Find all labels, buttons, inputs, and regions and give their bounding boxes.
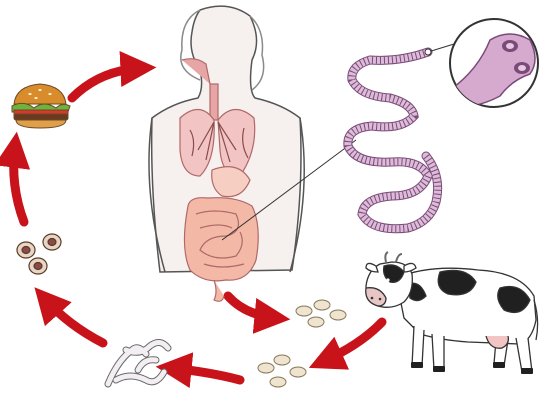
larvae-icon [108, 342, 168, 384]
cow-icon [366, 252, 538, 374]
scolex-magnified-icon [450, 19, 538, 108]
cyst-2 [43, 234, 61, 250]
arrow-larvae-to-cysts [44, 298, 103, 343]
cyst-icon [17, 234, 61, 274]
arrow-burger-to-human [72, 68, 142, 98]
cyst-1 [17, 242, 35, 258]
arrow-human-to-eggs [228, 296, 276, 318]
burger-icon [12, 84, 70, 128]
magnifier-line [428, 44, 454, 52]
egg-cluster-icon-2 [258, 355, 306, 387]
tapeworm-icon [348, 52, 438, 229]
arrow-cow-to-eggs [322, 322, 382, 362]
magnifier-dot [425, 49, 431, 55]
cyst-3 [29, 258, 47, 274]
arrow-cysts-to-burger [14, 146, 24, 222]
egg-cluster-icon [296, 300, 346, 327]
arrow-eggs-to-larvae [170, 368, 240, 380]
